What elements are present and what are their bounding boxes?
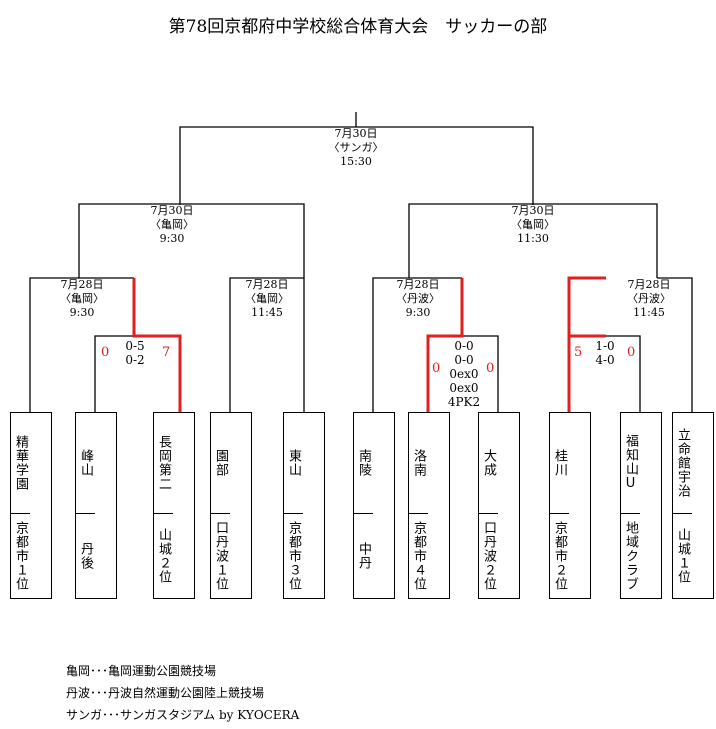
legend-sanga: サンガ･･･サンガスタジアム by KYOCERA xyxy=(66,708,300,722)
legend-tanba: 丹波･･･丹波自然運動公園陸上競技場 xyxy=(66,686,265,700)
semi-right-info: 7月30日 〈亀岡〉 11:30 xyxy=(493,204,573,246)
qf1-venue: 〈亀岡〉 xyxy=(60,292,104,305)
final-time: 15:30 xyxy=(340,155,372,168)
team-katsuragawa: 桂川 京都市２位 xyxy=(549,412,591,599)
team-qualifier: 地域クラブ xyxy=(621,513,640,598)
qf2-date: 7月28日 xyxy=(245,278,289,291)
m2-score-line: 0ex0 xyxy=(449,381,479,395)
team-mineyama: 峰山 丹後 xyxy=(75,412,117,599)
team-qualifier: 京都市３位 xyxy=(284,513,303,598)
semi-right-time: 11:30 xyxy=(517,232,549,245)
team-qualifier: 丹後 xyxy=(76,513,95,598)
team-qualifier: 中丹 xyxy=(354,513,373,598)
qf2-time: 11:45 xyxy=(251,306,283,319)
m2-score-line: 0-0 xyxy=(454,353,474,367)
team-name: 桂川 xyxy=(552,449,567,477)
team-higashiyama: 東山 京都市３位 xyxy=(283,412,325,599)
team-seika-gakuen: 精華学園 京都市１位 xyxy=(10,412,52,599)
semi-left-info: 7月30日 〈亀岡〉 9:30 xyxy=(132,204,212,246)
m3-score: 1-0 4-0 xyxy=(585,339,625,367)
semi-left-date: 7月30日 xyxy=(150,204,194,217)
team-qualifier: 口丹波１位 xyxy=(211,513,230,598)
m2-score-line: 4PK2 xyxy=(447,395,481,409)
qf4-time: 11:45 xyxy=(633,306,665,319)
team-qualifier: 口丹波２位 xyxy=(479,513,498,598)
m1-right-total: 7 xyxy=(162,345,171,360)
final-date: 7月30日 xyxy=(334,127,378,140)
team-sonobe: 園部 口丹波１位 xyxy=(210,412,252,599)
m1-left-total: 0 xyxy=(101,345,110,360)
team-name: 福知山U xyxy=(623,434,638,492)
qf1-time: 9:30 xyxy=(69,306,95,319)
m3-score-line: 1-0 xyxy=(595,339,615,353)
final-venue: 〈サンガ〉 xyxy=(328,141,384,154)
team-fukuchiyama-u: 福知山U 地域クラブ xyxy=(620,412,662,599)
page-title: 第78回京都府中学校総合体育大会 サッカーの部 xyxy=(168,17,548,37)
team-name: 精華学園 xyxy=(13,435,28,491)
team-qualifier: 山城２位 xyxy=(154,513,173,598)
legend-kameoka: 亀岡･･･亀岡運動公園競技場 xyxy=(66,664,217,678)
team-name: 園部 xyxy=(213,449,228,477)
team-qualifier: 京都市２位 xyxy=(550,513,569,598)
team-qualifier: 京都市４位 xyxy=(409,513,428,598)
qf4-date: 7月28日 xyxy=(627,278,671,291)
team-name: 東山 xyxy=(286,449,301,477)
qf4-info: 7月28日 〈丹波〉 11:45 xyxy=(609,278,689,320)
semi-left-venue: 〈亀岡〉 xyxy=(150,218,194,231)
team-nagaoka-daini: 長岡第二 山城２位 xyxy=(153,412,195,599)
m1-score: 0-5 0-2 xyxy=(115,339,155,367)
m2-score-line: 0ex0 xyxy=(449,367,479,381)
team-name: 立命館宇治 xyxy=(675,428,690,498)
qf3-venue: 〈丹波〉 xyxy=(396,292,440,305)
qf1-date: 7月28日 xyxy=(60,278,104,291)
team-name: 大成 xyxy=(481,449,496,477)
m3-right-total: 0 xyxy=(627,345,636,360)
m1-score-line: 0-2 xyxy=(125,353,145,367)
m2-left-total: 0 xyxy=(432,361,441,376)
team-nanryo: 南陵 中丹 xyxy=(353,412,395,599)
qf4-venue: 〈丹波〉 xyxy=(627,292,671,305)
m2-score: 0-0 0-0 0ex0 0ex0 4PK2 xyxy=(437,339,491,409)
team-name: 洛南 xyxy=(411,449,426,477)
qf3-info: 7月28日 〈丹波〉 9:30 xyxy=(378,278,458,320)
team-rakunan: 洛南 京都市４位 xyxy=(408,412,450,599)
final-info: 7月30日 〈サンガ〉 15:30 xyxy=(316,127,396,169)
m2-right-total: 0 xyxy=(486,361,495,376)
semi-right-date: 7月30日 xyxy=(511,204,555,217)
team-taisei: 大成 口丹波２位 xyxy=(478,412,520,599)
qf3-time: 9:30 xyxy=(405,306,431,319)
team-qualifier: 京都市１位 xyxy=(11,513,30,598)
team-qualifier: 山城１位 xyxy=(673,513,692,598)
team-name: 峰山 xyxy=(78,449,93,477)
m1-score-line: 0-5 xyxy=(125,339,145,353)
m2-score-line: 0-0 xyxy=(454,339,474,353)
team-name: 南陵 xyxy=(356,449,371,477)
team-ritsumeikan-uji: 立命館宇治 山城１位 xyxy=(672,412,714,599)
qf2-info: 7月28日 〈亀岡〉 11:45 xyxy=(227,278,307,320)
m3-left-total: 5 xyxy=(574,345,583,360)
semi-right-venue: 〈亀岡〉 xyxy=(511,218,555,231)
qf1-info: 7月28日 〈亀岡〉 9:30 xyxy=(42,278,122,320)
semi-left-time: 9:30 xyxy=(159,232,185,245)
qf3-date: 7月28日 xyxy=(396,278,440,291)
m3-score-line: 4-0 xyxy=(595,353,615,367)
qf2-venue: 〈亀岡〉 xyxy=(245,292,289,305)
team-name: 長岡第二 xyxy=(156,435,171,491)
